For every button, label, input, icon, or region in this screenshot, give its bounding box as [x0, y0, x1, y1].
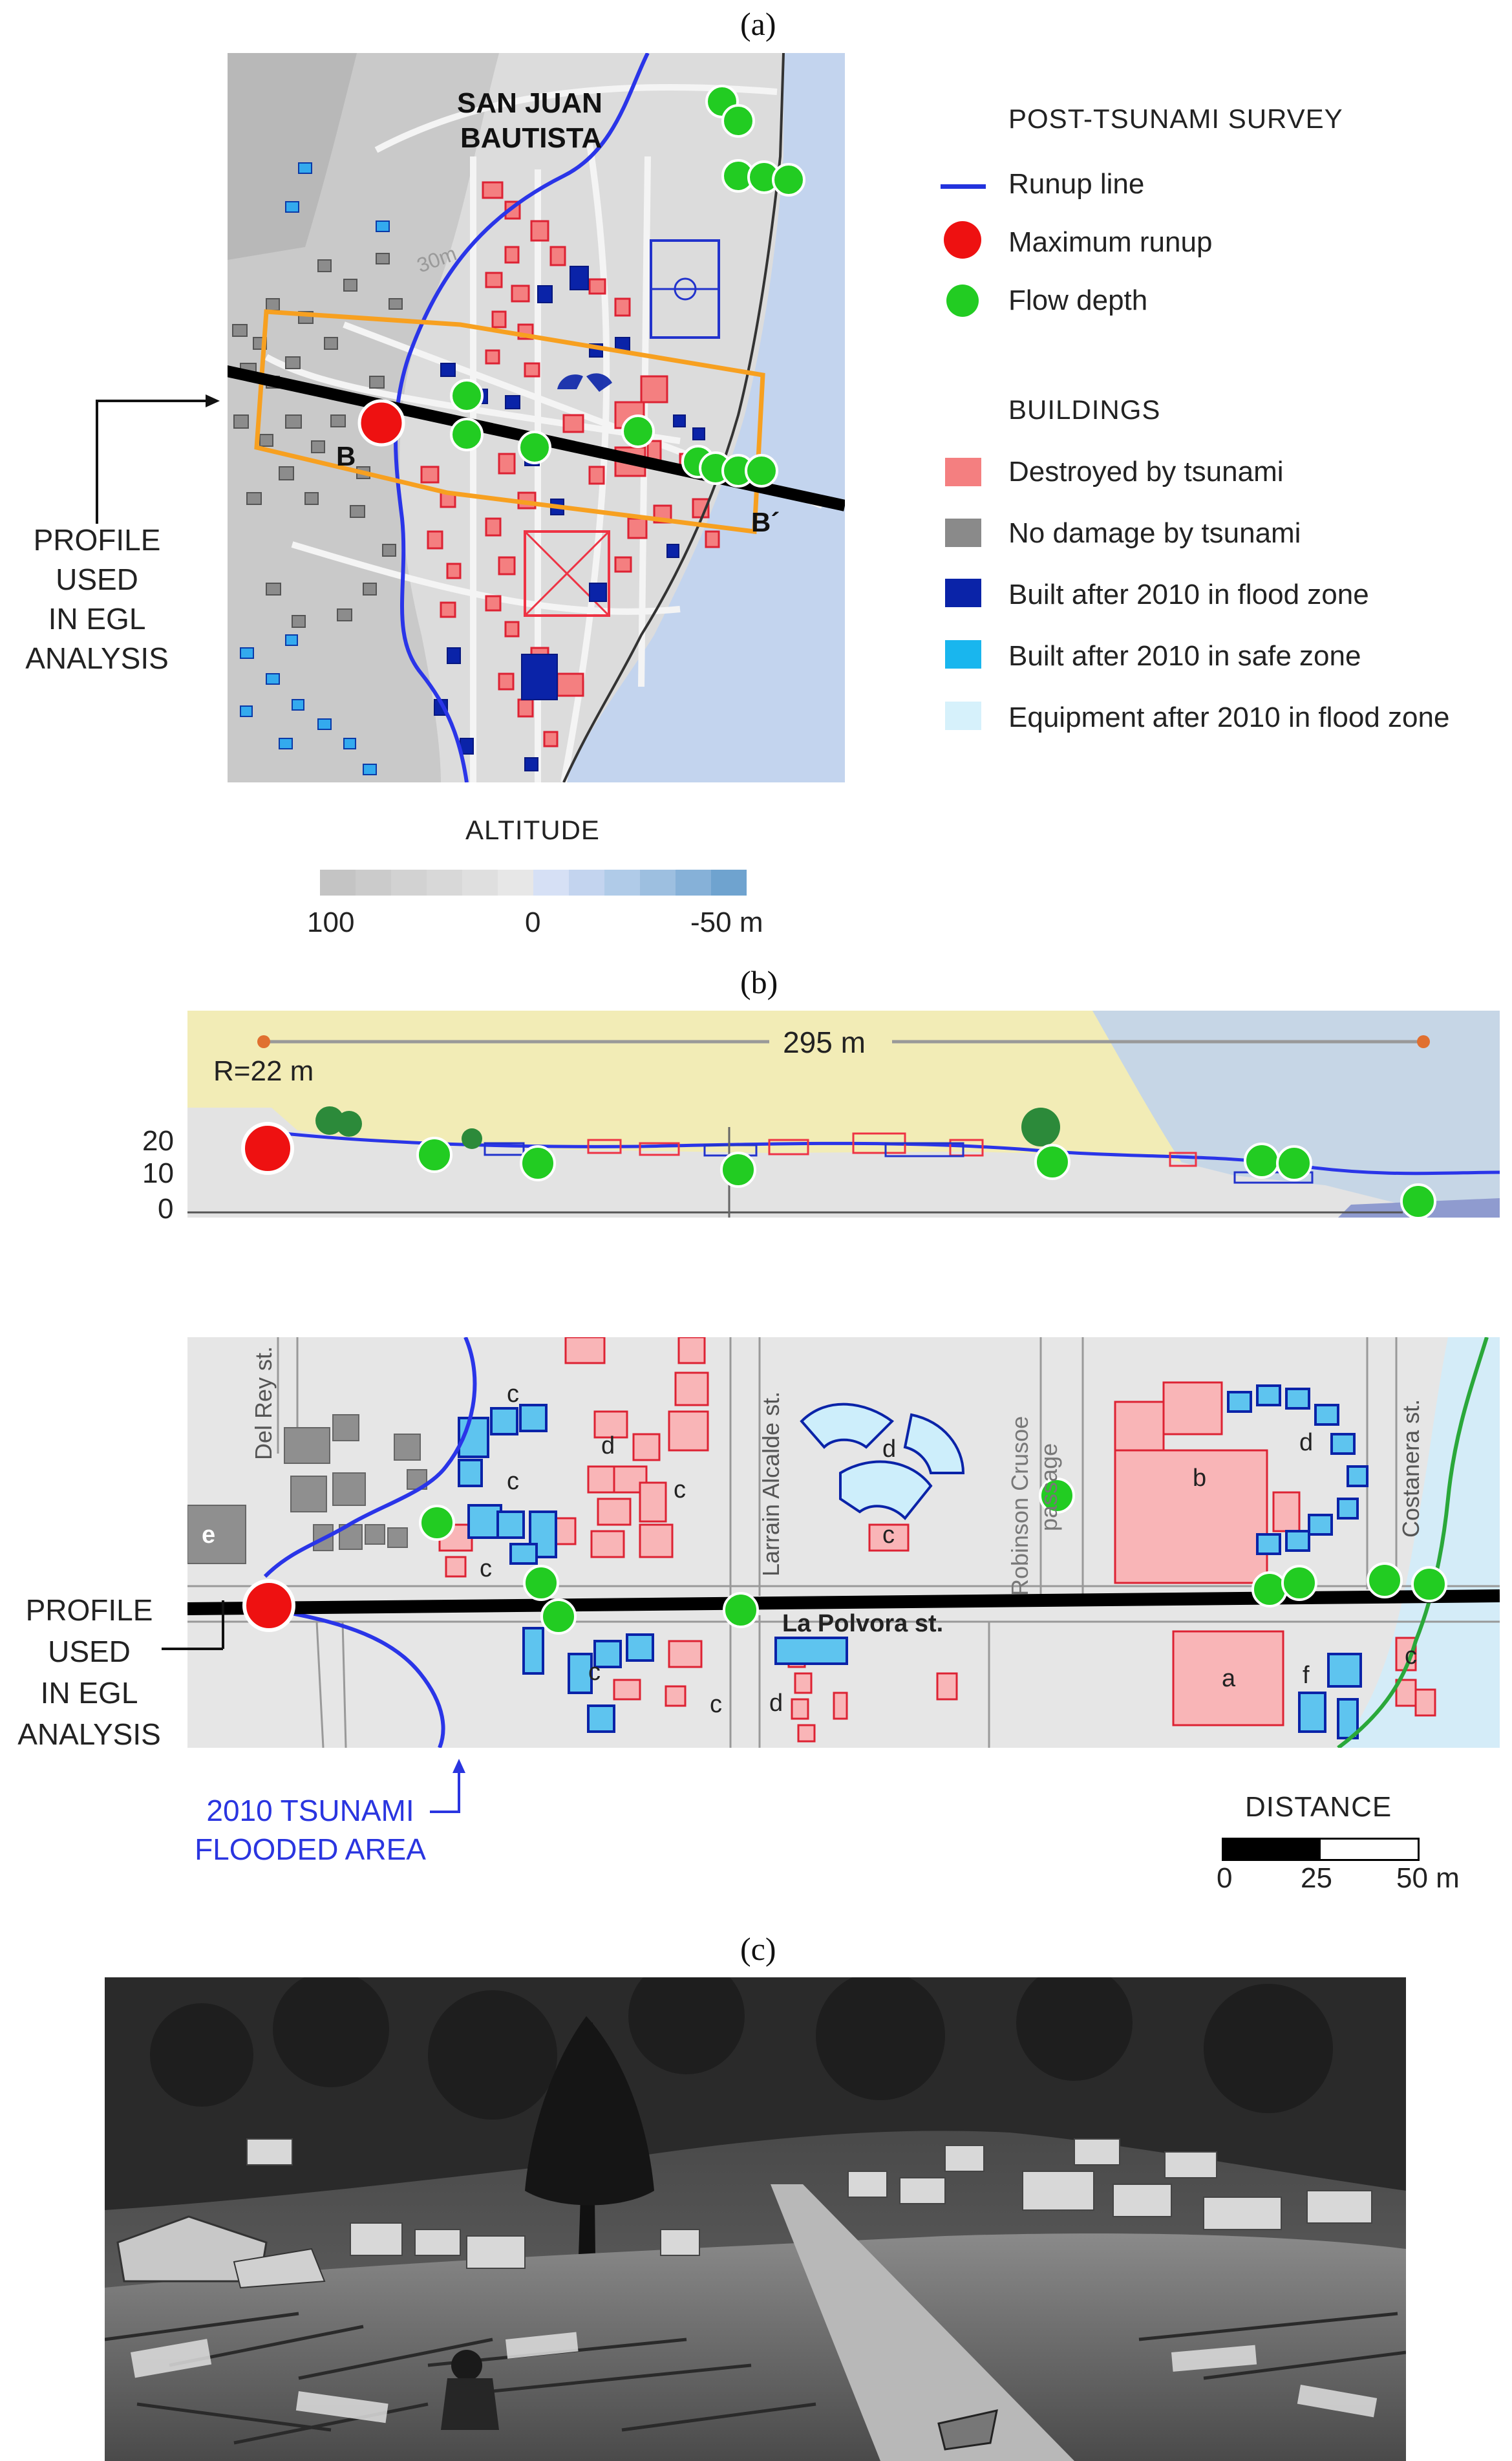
profile-radius-label: R=22 m [213, 1055, 314, 1087]
max-runup-swatch [944, 221, 981, 259]
legend-flow-depth: Flow depth [1008, 285, 1148, 316]
no-damage-swatch [945, 519, 981, 547]
distance-title: DISTANCE [1245, 1791, 1392, 1823]
distance-tick-25: 25 [1301, 1862, 1332, 1894]
profile-label-line3: IN EGL [48, 602, 146, 636]
profile-label-b-line2: USED [48, 1635, 131, 1668]
street-costanera: Costanera st. [1398, 1399, 1424, 1538]
profile-callout-a: PROFILE USED IN EGL ANALYSIS [0, 394, 226, 685]
altitude-title: ALTITUDE [465, 815, 600, 845]
building-letter-c3: c [480, 1555, 492, 1582]
street-robinson-crusoe-line1: Robinson Crusoe [1006, 1416, 1033, 1596]
distance-scale: DISTANCE 0 25 50 m [1209, 1791, 1493, 1901]
legend-built-flood: Built after 2010 in flood zone [1008, 579, 1369, 610]
legend-no-damage: No damage by tsunami [1008, 517, 1301, 549]
legend-survey-title: POST-TSUNAMI SURVEY [1008, 103, 1343, 134]
profile-label-b-line1: PROFILE [25, 1593, 153, 1627]
building-letter-c7: c [882, 1521, 895, 1549]
distance-tick-0: 0 [1217, 1862, 1233, 1894]
distance-tick-50: 50 m [1396, 1862, 1460, 1894]
profile-label-b-line4: ANALYSIS [17, 1717, 161, 1751]
building-letter-d2: d [882, 1435, 896, 1463]
building-letter-c1: c [507, 1381, 519, 1408]
building-letter-c2: c [507, 1468, 519, 1495]
profile-ytick-20: 20 [142, 1125, 174, 1157]
section-start-label: B [336, 441, 356, 471]
legend-equipment-flood: Equipment after 2010 in flood zone [1008, 702, 1450, 733]
altitude-tick-0: 0 [525, 907, 541, 938]
town-name-line1: SAN JUAN [457, 87, 602, 119]
profile-label-line2: USED [56, 563, 138, 596]
building-letter-d4: d [1299, 1429, 1313, 1456]
street-del-rey: Del Rey st. [250, 1346, 277, 1460]
profile-distance-label: 295 m [783, 1026, 866, 1059]
legend-buildings-title: BUILDINGS [1008, 394, 1161, 425]
legend-runup-line: Runup line [1008, 168, 1145, 200]
flow-depth-swatch [946, 285, 979, 317]
street-larrain-alcalde: Larrain Alcalde st. [758, 1392, 784, 1576]
legend-max-runup: Maximum runup [1008, 226, 1213, 258]
runup-line-swatch [941, 184, 986, 189]
building-letter-c4: c [674, 1476, 686, 1503]
altitude-scale: ALTITUDE 100 0 -50 m [304, 815, 795, 944]
post-tsunami-photo [105, 1977, 1406, 2461]
profile-label-b-line3: IN EGL [40, 1676, 138, 1710]
flood-label-line2: FLOODED AREA [195, 1832, 426, 1866]
destroyed-swatch [945, 458, 981, 486]
profile-label-line4: ANALYSIS [25, 641, 169, 675]
town-name-line2: BAUTISTA [460, 122, 602, 154]
altitude-tick-minus50: -50 m [690, 907, 763, 938]
map-a: SAN JUAN BAUTISTA 30m B B´ [228, 53, 845, 782]
detail-map: Del Rey st. Larrain Alcalde st. Robinson… [187, 1337, 1500, 1748]
street-la-polvora: La Polvora st. [782, 1610, 943, 1637]
building-letter-f: f [1303, 1662, 1310, 1689]
altitude-tick-100: 100 [307, 907, 355, 938]
building-letter-c5: c [588, 1659, 601, 1686]
legend-destroyed: Destroyed by tsunami [1008, 456, 1284, 488]
building-letter-b: b [1193, 1465, 1206, 1492]
profile-label-line1: PROFILE [33, 523, 161, 557]
section-end-label: B´ [751, 507, 780, 537]
profile-ytick-0: 0 [158, 1193, 174, 1225]
built-safe-swatch [945, 640, 981, 669]
building-letter-e: e [202, 1521, 215, 1549]
street-robinson-crusoe-line2: passage [1036, 1443, 1062, 1531]
flooded-area-callout: 2010 TSUNAMI FLOODED AREA [181, 1759, 491, 1882]
built-flood-swatch [945, 579, 981, 607]
panel-label-a: (a) [740, 6, 776, 42]
legend-built-safe: Built after 2010 in safe zone [1008, 640, 1361, 672]
building-letter-d3: d [769, 1690, 783, 1717]
flood-label-line1: 2010 TSUNAMI [206, 1794, 414, 1827]
profile-section: 295 m R=22 m [187, 1011, 1500, 1218]
legend: POST-TSUNAMI SURVEY Runup line Maximum r… [918, 97, 1500, 744]
building-letter-c8: c [1405, 1642, 1417, 1670]
profile-callout-b: PROFILE USED IN EGL ANALYSIS [0, 1584, 224, 1765]
panel-label-b: (b) [740, 964, 778, 1000]
building-letter-d1: d [601, 1432, 615, 1459]
panel-label-c: (c) [740, 1931, 776, 1967]
building-letter-c6: c [710, 1691, 722, 1718]
equipment-flood-swatch [945, 702, 981, 730]
building-letter-a: a [1222, 1665, 1236, 1692]
profile-ytick-10: 10 [142, 1157, 174, 1189]
